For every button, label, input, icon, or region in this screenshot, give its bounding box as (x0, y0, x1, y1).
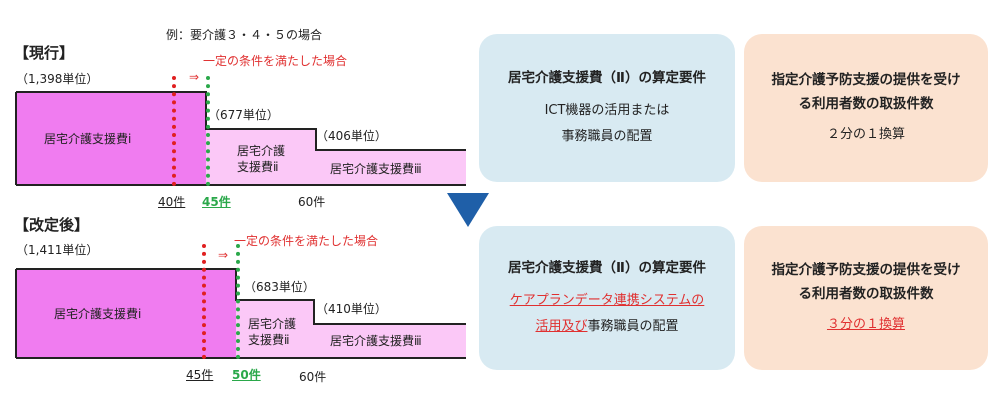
current-units-ii: （677単位） (208, 108, 279, 122)
revised-step-outline (16, 268, 466, 325)
revised-label-ii-2: 支援費ⅱ (248, 333, 290, 347)
revised-heading: 【改定後】 (14, 216, 90, 234)
current-tick-red: 40件 (158, 195, 186, 209)
revised-units-ii: （683単位） (244, 280, 315, 294)
current-count-line1: ２分の１換算 (826, 127, 905, 142)
revised-label-iii: 居宅介護支援費ⅲ (330, 334, 422, 348)
current-condition-text: 一定の条件を満たした場合 (203, 54, 348, 68)
example-label: 例：要介護３・４・５の場合 (166, 28, 323, 42)
current-count-title1: 指定介護予防支援の提供を受け (771, 72, 961, 88)
current-units-iii: （406単位） (316, 129, 387, 143)
current-count-title2: る利用者数の取扱件数 (798, 96, 934, 112)
current-label-i: 居宅介護支援費ⅰ (44, 132, 132, 146)
revised-label-i: 居宅介護支援費ⅰ (54, 307, 142, 321)
revised-tick-green: 50件 (232, 368, 261, 382)
current-requirement-line1: ICT機器の活用または (544, 103, 670, 118)
revised-condition-text: 一定の条件を満たした場合 (234, 234, 379, 248)
current-units-i: （1,398単位） (16, 72, 99, 86)
current-red-threshold-line (172, 76, 176, 186)
current-heading: 【現行】 (14, 44, 75, 62)
revised-units-i: （1,411単位） (16, 243, 99, 257)
current-tier-iii-bar (316, 150, 466, 185)
revised-tier-ii-bar (236, 300, 314, 358)
revised-tier-iii-bar (314, 324, 466, 358)
current-condition-arrow: ⇒ (189, 70, 200, 84)
down-arrow-icon (447, 193, 489, 227)
revised-label-ii-1: 居宅介護 (248, 317, 297, 331)
revised-tier-i-bar (16, 269, 236, 358)
revised-red-threshold-line (202, 244, 206, 359)
current-label-ii-1: 居宅介護 (237, 144, 286, 158)
revised-requirement-card: 居宅介護支援費（Ⅱ）の算定要件 ケアプランデータ連携システムの 活用及び事務職員… (479, 226, 735, 370)
current-requirement-card: 居宅介護支援費（Ⅱ）の算定要件 ICT機器の活用または 事務職員の配置 (479, 34, 735, 182)
revised-requirement-line2-red: 活用及び (535, 319, 588, 334)
current-requirement-line2: 事務職員の配置 (561, 129, 653, 144)
revised-count-title1: 指定介護予防支援の提供を受け (771, 262, 961, 278)
current-tick-green: 45件 (202, 195, 231, 209)
revised-count-line1: ３分の１換算 (826, 317, 905, 332)
revised-requirement-line2: 活用及び事務職員の配置 (535, 314, 678, 340)
revised-count-card: 指定介護予防支援の提供を受け る利用者数の取扱件数 ３分の１換算 (744, 226, 988, 370)
revised-green-threshold-line (236, 244, 240, 359)
current-tier-ii-bar (206, 129, 316, 185)
current-step-chart (15, 91, 466, 359)
current-tick-end: 60件 (298, 195, 326, 209)
revised-condition-arrow: ⇒ (218, 248, 229, 262)
current-label-ii-2: 支援費ⅱ (237, 160, 279, 174)
revised-requirement-title: 居宅介護支援費（Ⅱ）の算定要件 (508, 260, 706, 276)
revised-count-title2: る利用者数の取扱件数 (798, 286, 934, 302)
revised-tick-end: 60件 (299, 370, 327, 384)
current-requirement-title: 居宅介護支援費（Ⅱ）の算定要件 (508, 70, 706, 86)
revised-tick-red: 45件 (186, 368, 214, 382)
revised-requirement-line2-rest: 事務職員の配置 (587, 319, 679, 334)
revised-requirement-line1: ケアプランデータ連携システムの (509, 293, 705, 308)
current-count-card: 指定介護予防支援の提供を受け る利用者数の取扱件数 ２分の１換算 (744, 34, 988, 182)
revised-units-iii: （410単位） (316, 302, 387, 316)
current-green-threshold-line (206, 76, 210, 186)
current-label-iii: 居宅介護支援費ⅲ (330, 162, 422, 176)
